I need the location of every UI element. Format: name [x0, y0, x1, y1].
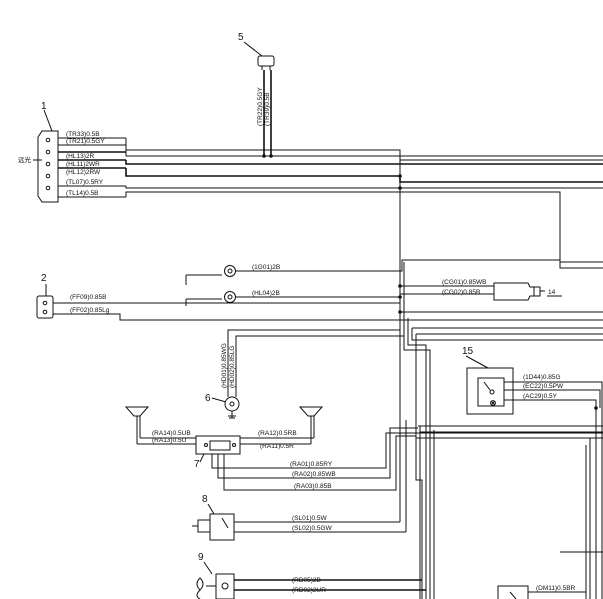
component-8-switch: 8 (SL01)0.5W (SL02)0.5GW	[192, 420, 407, 541]
wire-label: (FF09)0.85B	[70, 294, 107, 301]
wire-label: (AC29)0.5Y	[523, 393, 558, 400]
component-7-number: 7	[194, 459, 200, 470]
wire-label: (HL13)2R	[66, 153, 94, 160]
component-15-relay: 15 (1D44)0.85G (EC22)0.5PW (AC29)0.5Y	[462, 346, 603, 415]
wire-label: (RA11)0.5R	[260, 443, 294, 450]
wire-label: (RD05)2B	[292, 577, 321, 584]
component-8-number: 8	[202, 494, 208, 505]
wire-label: (1D44)0.85G	[523, 374, 561, 381]
wire-label: (HL12)2RW	[66, 169, 101, 176]
component-1-side-label: 远光	[18, 155, 32, 164]
wire-label: (TR22)0.5GY	[257, 87, 264, 126]
component-1-number: 1	[41, 101, 47, 112]
wire-label: (HL11)2WR	[66, 161, 100, 168]
wire-label: (RA14)0.5UB	[152, 430, 191, 437]
wire-label: (DM11)0.5BR	[536, 585, 576, 592]
component-9-number: 9	[198, 552, 204, 563]
right-speaker-icon	[240, 406, 324, 445]
wire-label: (RA13)0.5U	[152, 437, 187, 444]
left-speaker-icon	[124, 406, 196, 445]
wire-label: (TL07)0.5RY	[66, 179, 104, 186]
wire-label: (TL14)0.5B	[66, 190, 99, 197]
wire-label: (HD01)0.85WG	[221, 343, 228, 388]
component-6-antenna: 6 (HD01)0.85WG (HD02)0.85LG	[205, 329, 404, 419]
component-9-fan: 9 (RD05)2B (RD02)2UR	[196, 552, 426, 599]
wire-label: (CG01)0.85WB	[442, 279, 486, 286]
wire-label: (1G01)2B	[252, 264, 280, 271]
wire-label: (CG02)0.85B	[442, 289, 480, 296]
wire-label: (RA12)0.5RB	[258, 430, 297, 437]
trunk-wires	[398, 150, 603, 599]
component-6-number: 6	[205, 393, 211, 404]
wire-label: (HD02)0.85LG	[229, 346, 236, 388]
component-7-radio: 7 (RA14)0.5UB (RA13)0.5U (RA12)0.5RB (RA…	[152, 427, 603, 491]
wire-label: (RA02)0.85WB	[292, 471, 336, 478]
wire-label: (RA01)0.85RY	[290, 461, 333, 468]
component-5-number: 5	[238, 32, 244, 43]
component-14-number: 14	[548, 289, 556, 296]
wire-label: (TR39)0.5B	[264, 92, 271, 126]
wire-label: (EC22)0.5PW	[523, 383, 564, 390]
component-1-connector: 1 远光	[18, 101, 59, 203]
lamp-1g01: (1G01)2B	[185, 259, 603, 285]
component-dm11-connector: (DM11)0.5BR	[497, 585, 586, 599]
component-15-number: 15	[462, 346, 474, 357]
wire-label: (HL04)2B	[252, 290, 280, 297]
component-1-wires	[58, 137, 603, 263]
lamp-hl04: (HL04)2B	[185, 290, 402, 306]
wire-label: (RD02)2UR	[292, 587, 326, 594]
wire-label: (TR21)0.5GY	[66, 138, 105, 145]
wire-label: (SL02)0.5GW	[292, 525, 333, 532]
wire-label: (FF02)0.85Lg	[70, 307, 110, 314]
component-2-number: 2	[41, 273, 47, 284]
component-5-connector: 5 (TR22)0.5GY (TR39)0.5B	[238, 32, 275, 158]
component-1-pins	[45, 137, 51, 191]
wire-label: (TR33)0.5B	[66, 131, 100, 138]
wire-label: (SL01)0.5W	[292, 515, 328, 522]
component-1-wire-labels: (TR33)0.5B (TR21)0.5GY (HL13)2R (HL11)2W…	[66, 131, 105, 197]
component-14-connector: (CG01)0.85WB (CG02)0.85B 14	[398, 279, 562, 301]
wire-label: (RA03)0.85B	[294, 483, 332, 490]
